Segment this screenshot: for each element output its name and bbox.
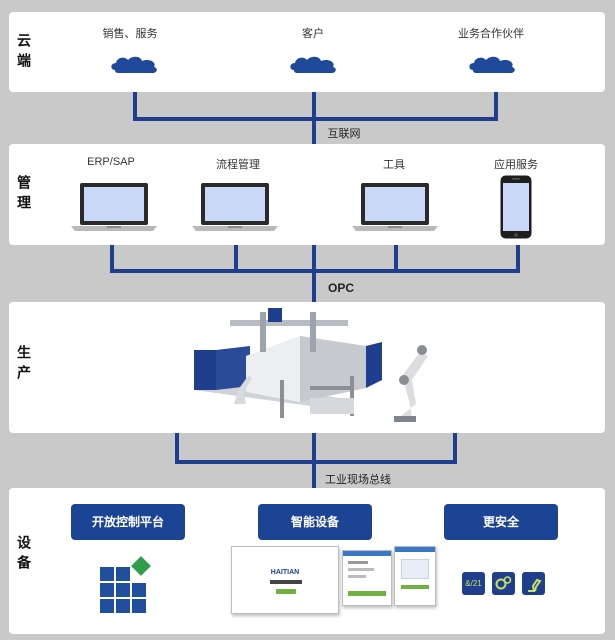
more-secure-button[interactable]: 更安全 [444,504,558,540]
smart-equipment-button[interactable]: 智能设备 [258,504,372,540]
equipment-layer-label: 设备 [16,535,32,575]
management-layer-label: 管理 [16,175,32,215]
controller-screen-preview [394,546,436,606]
injection-molding-machine-illustration [194,308,428,422]
fieldbus-drop-left [175,433,179,463]
cloud-layer-label: 云端 [16,33,32,73]
cloud-layer-panel [9,12,605,92]
opc-bus-drop-center [312,245,316,302]
management-item-erp-label: ERP/SAP [87,156,135,168]
opc-bus-drop-4 [516,245,520,272]
cloud-item-customer-label: 客户 [302,28,324,40]
fieldbus-label: 工业现场总线 [325,474,391,486]
laptop-icon [192,183,278,231]
management-item-tools-label: 工具 [383,159,405,171]
management-item-process-label: 流程管理 [216,159,260,171]
opc-bus-line [110,269,520,273]
robot-arm-icon [522,572,545,595]
cloud-icon [290,56,336,74]
controller-screen-preview: HAITIAN [231,546,339,614]
screen-subtitle-bar [270,580,302,584]
laptop-icon [352,183,438,231]
cloud-icon [469,56,515,74]
internet-bus-drop-left [133,92,137,120]
smartphone-icon [500,175,532,239]
fieldbus-line [175,460,457,464]
opc-bus-drop-1 [110,245,114,272]
internet-bus-drop-right [494,92,498,120]
controller-screen-preview [342,550,392,606]
cloud-icon [111,56,157,74]
opc-bus-drop-2 [234,245,238,272]
internet-bus-line [133,117,498,121]
gears-icon [492,572,515,595]
laptop-icon [71,183,157,231]
opc-bus-drop-3 [394,245,398,272]
open-control-platform-button[interactable]: 开放控制平台 [71,504,185,540]
cloud-item-partner-label: 业务合作伙伴 [458,28,524,40]
cloud-item-sales-label: 销售、服务 [102,28,158,40]
production-layer-label: 生产 [16,345,32,385]
internet-bus-label: 互联网 [327,128,361,140]
open-platform-tiles-icon [100,556,152,613]
fieldbus-drop-right [453,433,457,463]
screen-enter-button [276,589,296,594]
opc-bus-label: OPC [327,281,355,295]
management-item-apps-label: 应用服务 [494,159,538,171]
haitian-logo-text: HAITIAN [270,569,300,576]
version-badge-icon: &/21 [462,572,485,595]
